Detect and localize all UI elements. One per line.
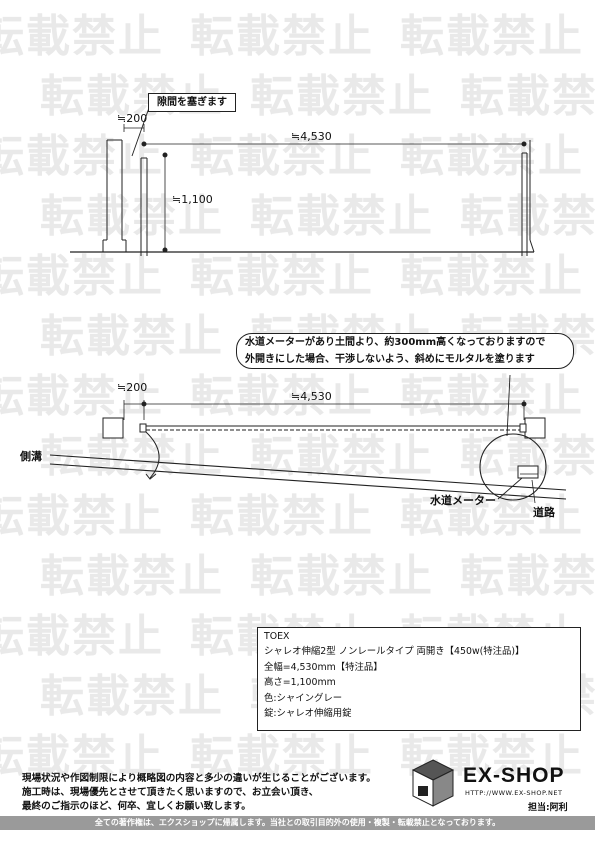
spec-color: 色:シャイングレー (264, 692, 343, 704)
watermark-text: 転載禁止 (400, 251, 584, 302)
ex-shop-logo: EX-SHOP HTTP://WWW.EX-SHOP.NET (411, 758, 581, 810)
watermark-text: 転載禁止 (40, 191, 224, 242)
watermark-text: 転載禁止 (40, 311, 224, 362)
watermark-text: 転載禁止 (460, 551, 595, 602)
watermark-text: 転載禁止 (190, 131, 374, 182)
water-meter (517, 465, 539, 479)
watermark-text: 転載禁止 (250, 191, 434, 242)
plan-gap-label: ≒200 (117, 381, 148, 394)
watermark-text: 転載禁止 (0, 611, 164, 662)
left-wall (102, 139, 127, 252)
note-line-2: 施工時は、現場優先とさせて頂きたく思いますので、お立会い頂き、 (22, 787, 319, 798)
watermark-text: 転載禁止 (190, 371, 374, 422)
spec-height: 高さ=1,100mm (264, 677, 336, 689)
note-line-3: 最終のご指示のほど、何卒、宜しくお願い致します。 (22, 801, 251, 812)
ditch-line (49, 454, 567, 491)
plan-callout-line1: 水道メーターがあり土間より、約300mm高くなっておりますので (245, 337, 546, 348)
gate-post-left (140, 157, 148, 256)
spec-lock: 錠:シャレオ伸縮用錠 (264, 708, 352, 720)
spec-maker: TOEX (264, 631, 290, 642)
watermark-text: 転載禁止 (190, 11, 374, 62)
road-line (49, 463, 567, 500)
ditch-label: 側溝 (20, 450, 42, 463)
plan-post-right (524, 417, 546, 439)
logo-name: EX-SHOP (463, 764, 565, 787)
elevation-gap-label: ≒200 (117, 112, 148, 125)
road-label: 道路 (533, 506, 555, 519)
logo-url: HTTP://WWW.EX-SHOP.NET (465, 789, 563, 797)
watermark-text: 転載禁止 (0, 491, 164, 542)
watermark-text: 転載禁止 (0, 731, 164, 782)
plan-post-left (102, 417, 124, 439)
elevation-callout: 隙間を塞ぎます (148, 93, 236, 112)
watermark-text: 転載禁止 (400, 11, 584, 62)
watermark-text: 転載禁止 (40, 671, 224, 722)
watermark-text: 転載禁止 (0, 371, 164, 422)
plan-callout-line2: 外開きにした場合、干渉しないよう、斜めにモルタルを塗ります (245, 354, 535, 365)
watermark-text: 転載禁止 (190, 251, 374, 302)
watermark-text: 転載禁止 (250, 71, 434, 122)
elevation-height-label: ≒1,100 (172, 193, 213, 206)
watermark-text: 転載禁止 (190, 731, 374, 782)
watermark-text: 転載禁止 (400, 131, 584, 182)
meter-label: 水道メーター (430, 494, 496, 507)
plan-callout: 水道メーターがあり土間より、約300mm高くなっておりますので 外開きにした場合… (236, 333, 574, 369)
watermark-text: 転載禁止 (250, 551, 434, 602)
elevation-width-label: ≒4,530 (291, 130, 332, 143)
disclaimer-note: 現場状況や作図制限により概略図の内容と多少の違いが生じることがございます。 施工… (22, 772, 376, 814)
plan-width-label: ≒4,530 (291, 390, 332, 403)
note-line-1: 現場状況や作図制限により概略図の内容と多少の違いが生じることがございます。 (22, 773, 376, 784)
watermark-text: 転載禁止 (0, 131, 164, 182)
watermark-text: 転載禁止 (190, 491, 374, 542)
copyright-footer: 全ての著作権は、エクスショップに帰属します。当社との取引目的外の使用・複製・転載… (0, 816, 595, 830)
watermark-text: 転載禁止 (400, 491, 584, 542)
spec-width: 全幅=4,530mm【特注品】 (264, 661, 383, 673)
staff-label: 担当:阿利 (528, 803, 568, 813)
meter-highlight-circle (479, 433, 547, 501)
product-spec-box: TOEX シャレオ伸縮2型 ノンレールタイプ 両開き【450w(特注品)】 全幅… (257, 627, 581, 731)
spec-product: シャレオ伸縮2型 ノンレールタイプ 両開き【450w(特注品)】 (264, 646, 525, 658)
gate-post-right (521, 152, 528, 256)
watermark-text: 転載禁止 (0, 251, 164, 302)
cube-logo-icon (411, 759, 455, 807)
watermark-text: 転載禁止 (400, 371, 584, 422)
watermark-text: 転載禁止 (0, 11, 164, 62)
watermark-text: 転載禁止 (40, 551, 224, 602)
watermark-text: 転載禁止 (250, 431, 434, 482)
watermark-text: 転載禁止 (460, 71, 595, 122)
